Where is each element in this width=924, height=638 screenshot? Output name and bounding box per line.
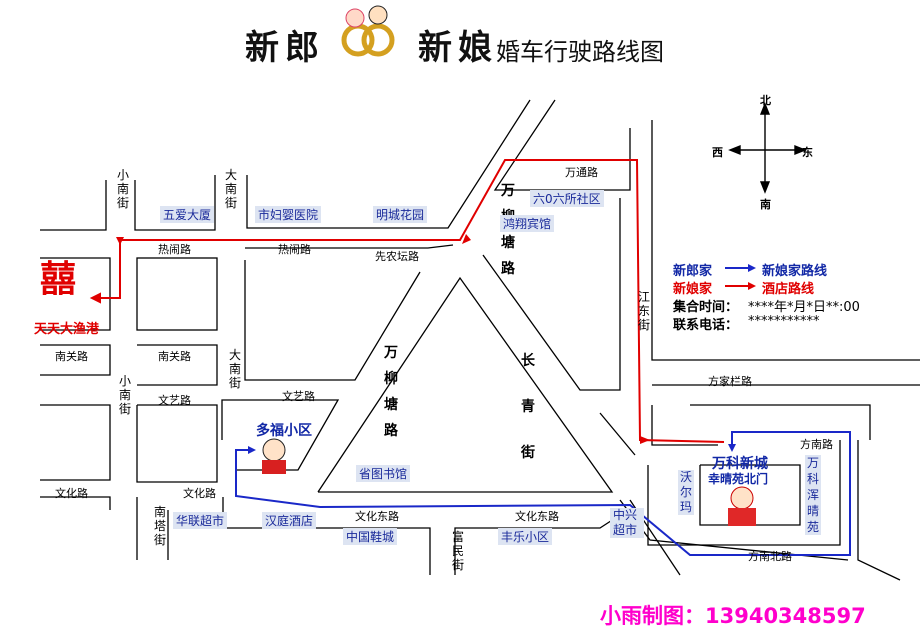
road-danan-top: 大南街 bbox=[224, 168, 237, 210]
legend-groom-home: 新郎家 bbox=[673, 264, 713, 279]
place-duofu: 多福小区 bbox=[256, 423, 312, 439]
road-xiaonan-mid: 小南街 bbox=[118, 374, 131, 416]
legend-gather-label: 集合时间： bbox=[673, 300, 739, 315]
road-xiannong: 先农坛路 bbox=[375, 250, 419, 263]
poi-hanting: 汉庭酒店 bbox=[262, 512, 317, 529]
road-wenyi-2: 文艺路 bbox=[282, 390, 315, 403]
legend-hotel-route: 酒店路线 bbox=[762, 282, 815, 297]
road-reguan-2: 热闹路 bbox=[278, 243, 311, 256]
title-groom: 新郎 bbox=[245, 28, 325, 68]
legend-phone-value: *********** bbox=[748, 314, 820, 329]
road-network bbox=[40, 99, 920, 581]
double-happiness-icon: 囍 bbox=[40, 259, 77, 300]
blue-route bbox=[235, 431, 851, 556]
poi-xinghan: 万科浑晴苑 bbox=[805, 455, 821, 535]
couple-icon bbox=[345, 5, 388, 28]
road-reguan-1: 热闹路 bbox=[158, 243, 191, 256]
road-wantong: 万通路 bbox=[565, 166, 598, 179]
road-nanguan-1: 南关路 bbox=[55, 350, 88, 363]
place-vanke: 万科新城 bbox=[712, 456, 768, 472]
road-fangnan: 方南路 bbox=[800, 438, 833, 451]
compass-north: 北 bbox=[760, 94, 771, 107]
road-changqing: 长青街 bbox=[521, 353, 535, 461]
poi-fengle: 丰乐小区 bbox=[498, 528, 553, 545]
poi-zhongxing: 中兴超市 bbox=[610, 508, 644, 538]
compass-south: 南 bbox=[760, 198, 771, 211]
bride-figure-icon bbox=[728, 486, 756, 526]
road-wanliutang-mid: 万柳塘路 bbox=[384, 345, 398, 439]
red-route bbox=[89, 159, 725, 444]
legend-bride-route: 新娘家路线 bbox=[762, 264, 828, 279]
title-subtitle: 婚车行驶路线图 bbox=[496, 38, 664, 66]
poi-wuai: 五爱大厦 bbox=[160, 206, 215, 223]
compass-east: 东 bbox=[802, 146, 813, 159]
title-bride: 新娘 bbox=[418, 28, 498, 68]
place-vanke-gate: 幸晴苑北门 bbox=[708, 472, 769, 486]
road-jiangdong: 江东街 bbox=[637, 290, 650, 332]
poi-shengtu: 省图书馆 bbox=[356, 465, 411, 482]
poi-xiecheng: 中国鞋城 bbox=[343, 528, 398, 545]
road-wenyi-1: 文艺路 bbox=[158, 394, 191, 407]
poi-hongxiang: 鸿翔宾馆 bbox=[500, 215, 555, 232]
groom-figure-icon bbox=[262, 438, 286, 474]
road-danan-mid: 大南街 bbox=[228, 348, 241, 390]
legend-bride-home: 新娘家 bbox=[673, 282, 713, 297]
legend-phone-label: 联系电话： bbox=[673, 318, 739, 333]
road-wenhuadong-2: 文化东路 bbox=[515, 510, 559, 523]
road-fangjia: 方家栏路 bbox=[708, 375, 752, 388]
poi-fuying: 市妇婴医院 bbox=[255, 206, 322, 223]
place-restaurant: 天天大渔港 bbox=[34, 322, 100, 337]
compass bbox=[728, 102, 807, 194]
poi-hualian: 华联超市 bbox=[173, 512, 228, 529]
legend-arrows bbox=[725, 264, 756, 290]
road-wenhua-1: 文化路 bbox=[55, 487, 88, 500]
map-title: 新郎 新娘 婚车行驶路线图 bbox=[0, 18, 924, 68]
road-fumin: 富民街 bbox=[451, 530, 464, 572]
credit-line: 小雨制图：13940348597 bbox=[600, 604, 866, 628]
compass-west: 西 bbox=[712, 146, 723, 159]
road-wenhuadong-1: 文化东路 bbox=[355, 510, 399, 523]
poi-liuling: 六0六所社区 bbox=[530, 190, 604, 207]
road-wenhua-2: 文化路 bbox=[183, 487, 216, 500]
legend-gather-value: ****年*月*日**:00 bbox=[748, 300, 860, 315]
road-nanguan-2: 南关路 bbox=[158, 350, 191, 363]
poi-mingcheng: 明城花园 bbox=[373, 206, 428, 223]
poi-walmart: 沃尔玛 bbox=[678, 470, 694, 515]
road-fangnanbei: 方南北路 bbox=[748, 550, 792, 563]
road-nanta: 南塔街 bbox=[153, 505, 166, 547]
road-xiaonan-top: 小南街 bbox=[116, 168, 129, 210]
